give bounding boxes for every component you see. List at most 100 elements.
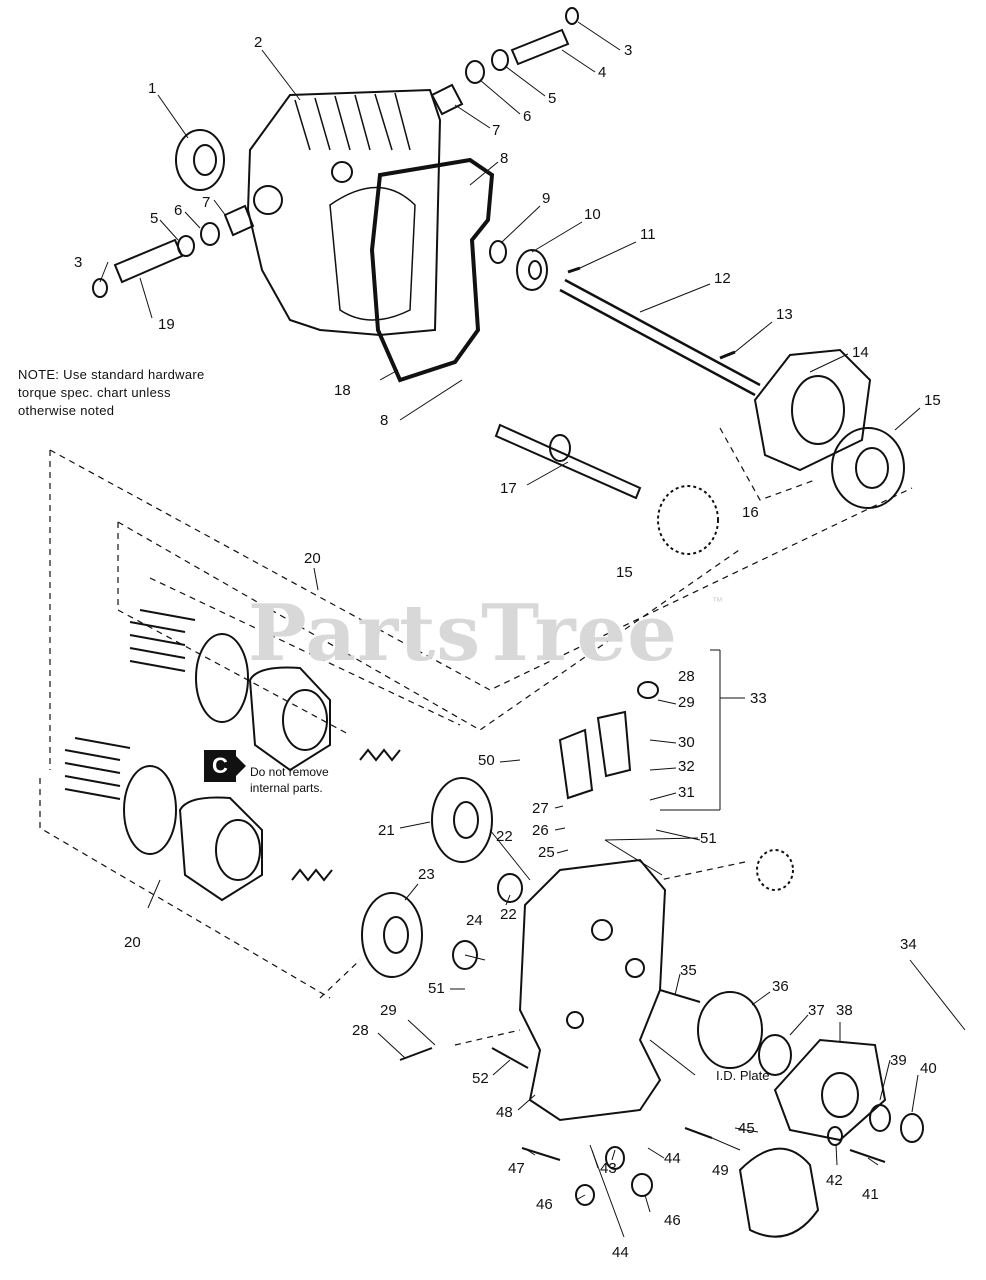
- callout: 33: [750, 690, 767, 707]
- callout: 7: [202, 194, 211, 211]
- id-plate-label: I.D. Plate: [716, 1068, 770, 1083]
- center-section: [518, 858, 667, 1122]
- ring-3-left: [92, 278, 108, 298]
- callout: 50: [478, 752, 495, 769]
- callout: 17: [500, 480, 517, 497]
- callout: 6: [174, 202, 183, 219]
- thrust-washer-15: [831, 427, 905, 509]
- fitting-45: [684, 1127, 713, 1139]
- valve-left: [558, 728, 594, 800]
- seal-40: [900, 1113, 924, 1143]
- key-11: [567, 266, 581, 274]
- bearing-1: [175, 129, 225, 191]
- callout: 42: [826, 1172, 843, 1189]
- caution-arrow-icon: [236, 756, 246, 776]
- bolt-35: [659, 989, 701, 1003]
- plug-46-left: [575, 1184, 595, 1206]
- callout: 32: [678, 758, 695, 775]
- callout: 4: [598, 64, 607, 81]
- callout: 52: [472, 1070, 489, 1087]
- callout: 26: [532, 822, 549, 839]
- piston-set-lower: [64, 737, 177, 855]
- bolt-41: [849, 1149, 886, 1163]
- bushing-7-top: [430, 83, 464, 116]
- callout: 20: [124, 934, 141, 951]
- callout: 44: [664, 1150, 681, 1167]
- bushing-6-left: [200, 222, 220, 246]
- cap-right: [756, 849, 794, 891]
- plug-46-right: [631, 1173, 653, 1197]
- callout: 21: [378, 822, 395, 839]
- callout: 20: [304, 550, 321, 567]
- callout: 43: [600, 1160, 617, 1177]
- callout: 40: [920, 1060, 937, 1077]
- callout: 48: [496, 1104, 513, 1121]
- callout: 15: [616, 564, 633, 581]
- ring-3-top: [565, 7, 579, 25]
- housing-gasket: [369, 157, 495, 383]
- callout: 44: [612, 1244, 629, 1261]
- shaft-12: [559, 278, 761, 397]
- key-13: [719, 350, 736, 360]
- callout: 10: [584, 206, 601, 223]
- callout: 14: [852, 344, 869, 361]
- plug-24: [452, 940, 478, 970]
- cover-14: [753, 348, 872, 472]
- plug-43: [605, 1146, 625, 1170]
- callout: 25: [538, 844, 555, 861]
- bearing-10: [516, 249, 548, 291]
- callout: 45: [738, 1120, 755, 1137]
- callout: 1: [148, 80, 157, 97]
- callout: 15: [924, 392, 941, 409]
- callout: 22: [500, 906, 517, 923]
- callout: 46: [664, 1212, 681, 1229]
- callout: 36: [772, 978, 789, 995]
- plug-22: [497, 873, 523, 903]
- callout: 3: [74, 254, 83, 271]
- callout: 34: [900, 936, 917, 953]
- callout: 29: [380, 1002, 397, 1019]
- callout: 46: [536, 1196, 553, 1213]
- callout: 9: [542, 190, 551, 207]
- pin-19: [113, 238, 184, 284]
- callout: 5: [150, 210, 159, 227]
- swash-plate-23: [361, 892, 423, 978]
- callout: 12: [714, 270, 731, 287]
- callout: 16: [742, 504, 759, 521]
- callout: 2: [254, 34, 263, 51]
- callout: 5: [548, 90, 557, 107]
- piston-set-upper: [129, 609, 249, 723]
- cylinder-block-upper: [248, 666, 331, 772]
- callout: 22: [496, 828, 513, 845]
- callout: 47: [508, 1160, 525, 1177]
- callout: 23: [418, 866, 435, 883]
- callout: 7: [492, 122, 501, 139]
- spring-lower: [291, 868, 333, 882]
- callout: 30: [678, 734, 695, 751]
- callout: 38: [836, 1002, 853, 1019]
- callout: 28: [678, 668, 695, 685]
- callout: 49: [712, 1162, 729, 1179]
- callout: 37: [808, 1002, 825, 1019]
- washer-5-top: [491, 49, 509, 71]
- callout: 18: [334, 382, 351, 399]
- pin-4: [510, 28, 570, 66]
- spring-upper: [359, 748, 401, 762]
- callout: 39: [890, 1052, 907, 1069]
- callout: 13: [776, 306, 793, 323]
- callout: 27: [532, 800, 549, 817]
- washer-9: [489, 240, 507, 264]
- shaft-17: [494, 423, 642, 500]
- filter-49: [738, 1147, 820, 1238]
- callout: 29: [678, 694, 695, 711]
- bolt-28-left: [399, 1047, 433, 1061]
- callout: 3: [624, 42, 633, 59]
- transmission-housing: [246, 88, 442, 337]
- callout: 35: [680, 962, 697, 979]
- caution-text: Do not remove internal parts.: [250, 765, 329, 795]
- gerotor-37: [758, 1034, 792, 1076]
- valve-right: [596, 710, 632, 778]
- caution-badge: C: [204, 750, 236, 782]
- swash-plate-21: [431, 777, 493, 863]
- washer-5-left: [177, 235, 195, 257]
